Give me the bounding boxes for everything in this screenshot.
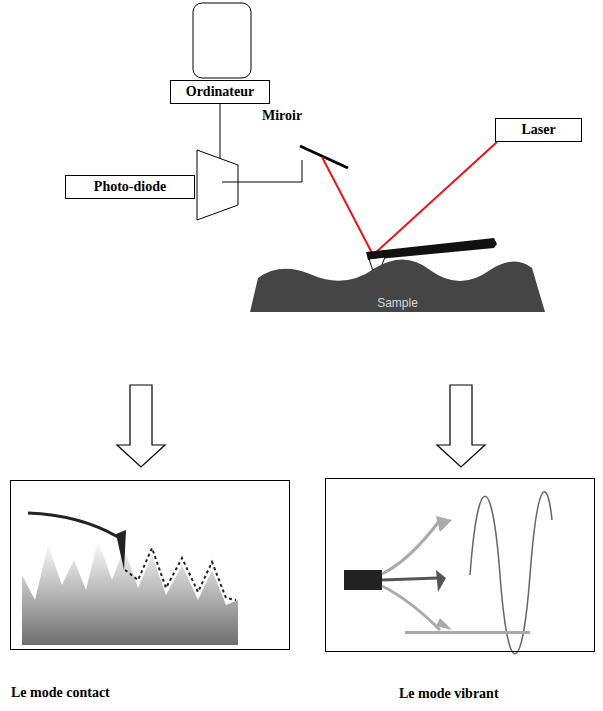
cantilever [382, 586, 440, 630]
mirror [300, 146, 348, 168]
node-text: Ordinateur [186, 84, 254, 99]
support [344, 570, 382, 590]
tip [436, 618, 452, 630]
cantilever [382, 578, 438, 580]
photodiode-symbol [197, 150, 238, 220]
down-arrow [437, 385, 485, 467]
part-label: Miroir [262, 108, 302, 124]
node-text: Sample [250, 296, 545, 310]
surface [22, 540, 238, 645]
cantilever [382, 520, 440, 574]
laser-beam [322, 142, 497, 255]
tip [436, 516, 452, 532]
sine-wave [470, 492, 552, 654]
node-text: Photo-diode [94, 179, 166, 194]
down-arrow [117, 385, 165, 467]
sample-body [250, 259, 545, 312]
signal-line [222, 160, 302, 182]
trajectory [125, 548, 236, 600]
monitor [193, 3, 251, 78]
surface [405, 631, 530, 634]
node-text: Le mode vibrant [399, 686, 499, 702]
cantilever [28, 513, 118, 537]
laser-box: Laser [495, 118, 582, 142]
node-text: Le mode contact [11, 685, 110, 701]
computer-box: Ordinateur [170, 80, 270, 104]
sample-shape: Sample [250, 248, 545, 312]
photodiode-box: Photo-diode [65, 175, 195, 199]
node-text: Laser [521, 122, 555, 137]
mode-panel: Le mode contact [10, 480, 290, 650]
tip [116, 530, 126, 570]
mode-panel: Le mode vibrant [325, 478, 595, 652]
tip [436, 570, 446, 592]
